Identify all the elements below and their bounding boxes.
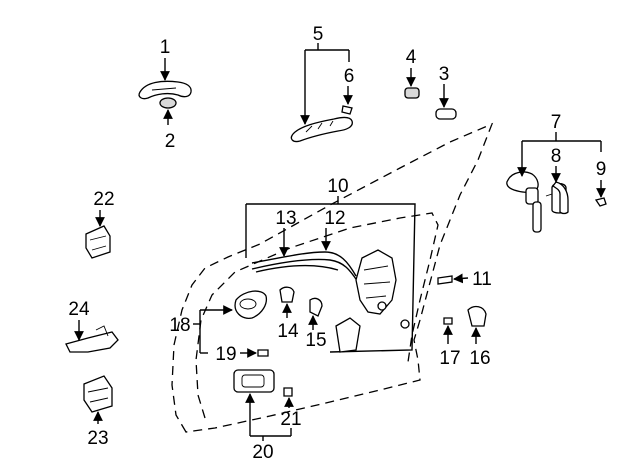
clip-part-14 (279, 286, 295, 303)
latch-cover (335, 317, 361, 353)
callout-1: 1 (160, 37, 171, 58)
callout-8: 8 (551, 146, 562, 167)
callout-16: 16 (469, 348, 490, 369)
callout-3: 3 (439, 64, 450, 85)
lower-hinge-part-23 (83, 375, 113, 413)
cylinder-part-8 (552, 181, 569, 215)
callout-4: 4 (406, 47, 417, 68)
lock-screw (400, 319, 410, 329)
screw-part-21 (283, 387, 293, 397)
pad-part-3 (435, 108, 457, 120)
door-check-part-24 (65, 325, 119, 353)
screw-part-17 (443, 317, 453, 325)
callout-2: 2 (165, 131, 176, 152)
lock-cylinder-part-7 (506, 171, 567, 233)
upper-hinge-part-22 (85, 225, 111, 259)
screw-part-6 (341, 105, 353, 115)
handle-frame-part-5 (290, 116, 353, 143)
outside-door-handle-part-1 (138, 80, 192, 100)
door-outline (171, 122, 494, 433)
screw-part-19 (257, 349, 269, 357)
callout-6: 6 (344, 66, 355, 87)
callout-10: 10 (327, 176, 348, 197)
callout-21: 21 (280, 409, 301, 430)
striker-part-16 (467, 305, 487, 327)
callout-14: 14 (277, 321, 299, 342)
handle-pad-part-2 (159, 97, 177, 109)
callout-12: 12 (324, 208, 345, 229)
leader-lines (74, 43, 606, 441)
inside-handle-part-18 (234, 290, 268, 319)
bezel-part-20 (233, 369, 275, 393)
callout-20: 20 (252, 442, 273, 463)
grommet-part-15 (309, 297, 323, 317)
callout-17: 17 (439, 348, 460, 369)
callout-23: 23 (87, 428, 108, 449)
callout-19: 19 (215, 344, 236, 365)
lock-assembly-box-part-10 (245, 203, 416, 353)
callout-11: 11 (472, 269, 492, 290)
bolt-part-11 (437, 275, 453, 285)
callout-5: 5 (313, 24, 324, 45)
callout-22: 22 (93, 189, 114, 210)
callout-24: 24 (68, 299, 90, 320)
door-lock-actuator-body (355, 249, 397, 315)
callout-18: 18 (169, 315, 190, 336)
pad-part-4 (404, 87, 420, 99)
callout-15: 15 (305, 330, 326, 351)
callout-9: 9 (596, 159, 607, 180)
callout-13: 13 (275, 208, 296, 229)
callout-7: 7 (551, 112, 562, 133)
callout-numbers: 1 2 3 4 5 6 7 8 9 10 11 12 13 14 15 16 1… (68, 24, 606, 463)
lock-cables-part-12-13 (251, 251, 359, 283)
clip-part-9 (594, 197, 607, 207)
